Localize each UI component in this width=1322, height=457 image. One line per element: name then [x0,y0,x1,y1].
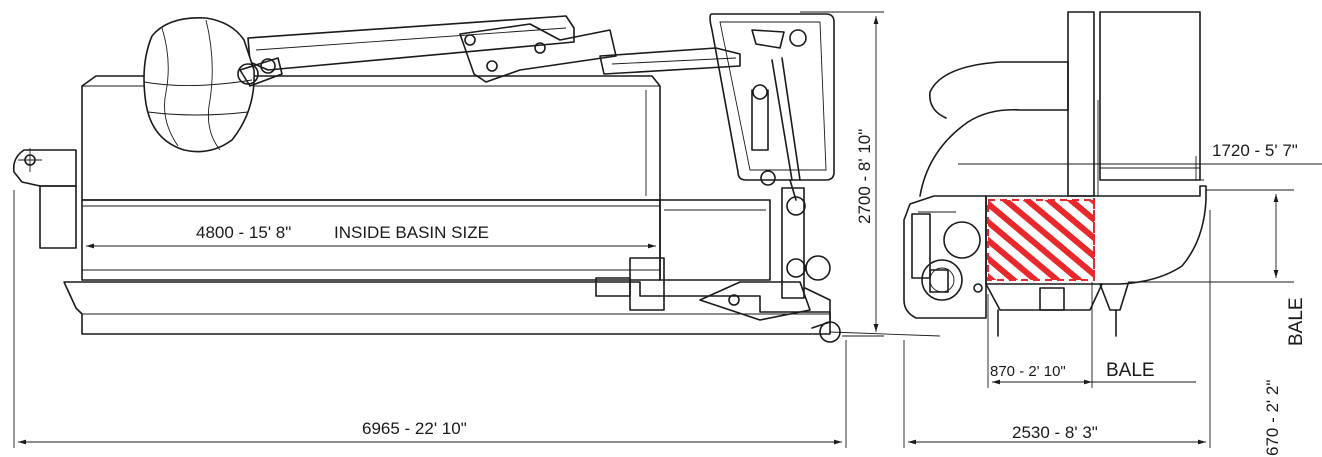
basin-length-label: 4800 - 15' 8" [196,223,291,242]
arm-reach-label: 1720 - 5' 7" [1212,141,1298,160]
overall-length-label: 6965 - 22' 10" [362,419,467,438]
bale-hatch [987,199,1095,281]
front-loader-mast [1067,11,1201,197]
grapple-bucket [143,17,283,153]
loader-boom [247,15,741,83]
bale-section [987,198,1095,282]
front-basin-section [919,61,1207,337]
basin-size-label: INSIDE BASIN SIZE [334,223,489,242]
chassis-frame [63,257,831,335]
front-frame [659,187,941,343]
overall-height-label: 2700 - 8' 10" [855,129,874,224]
front-view-dimensions [903,100,1322,448]
front-view: 1720 - 5' 7" 870 - 2' 10" BALE 2530 - 8'… [903,11,1322,456]
side-view: 4800 - 15' 8" INSIDE BASIN SIZE 6965 - 2… [12,11,941,448]
loader-column [709,13,835,201]
bale-label: BALE [1106,360,1155,381]
bale-height-label: 670 - 2' 2" [1263,380,1282,456]
front-drive-motor [903,195,987,319]
side-view-dimensions [13,11,884,448]
overall-width-label: 2530 - 8' 3" [1012,423,1098,442]
bale-height-bale-label: BALE [1286,297,1307,346]
rear-hitch [12,148,77,249]
bale-width-label: 870 - 2' 10" [990,363,1066,380]
